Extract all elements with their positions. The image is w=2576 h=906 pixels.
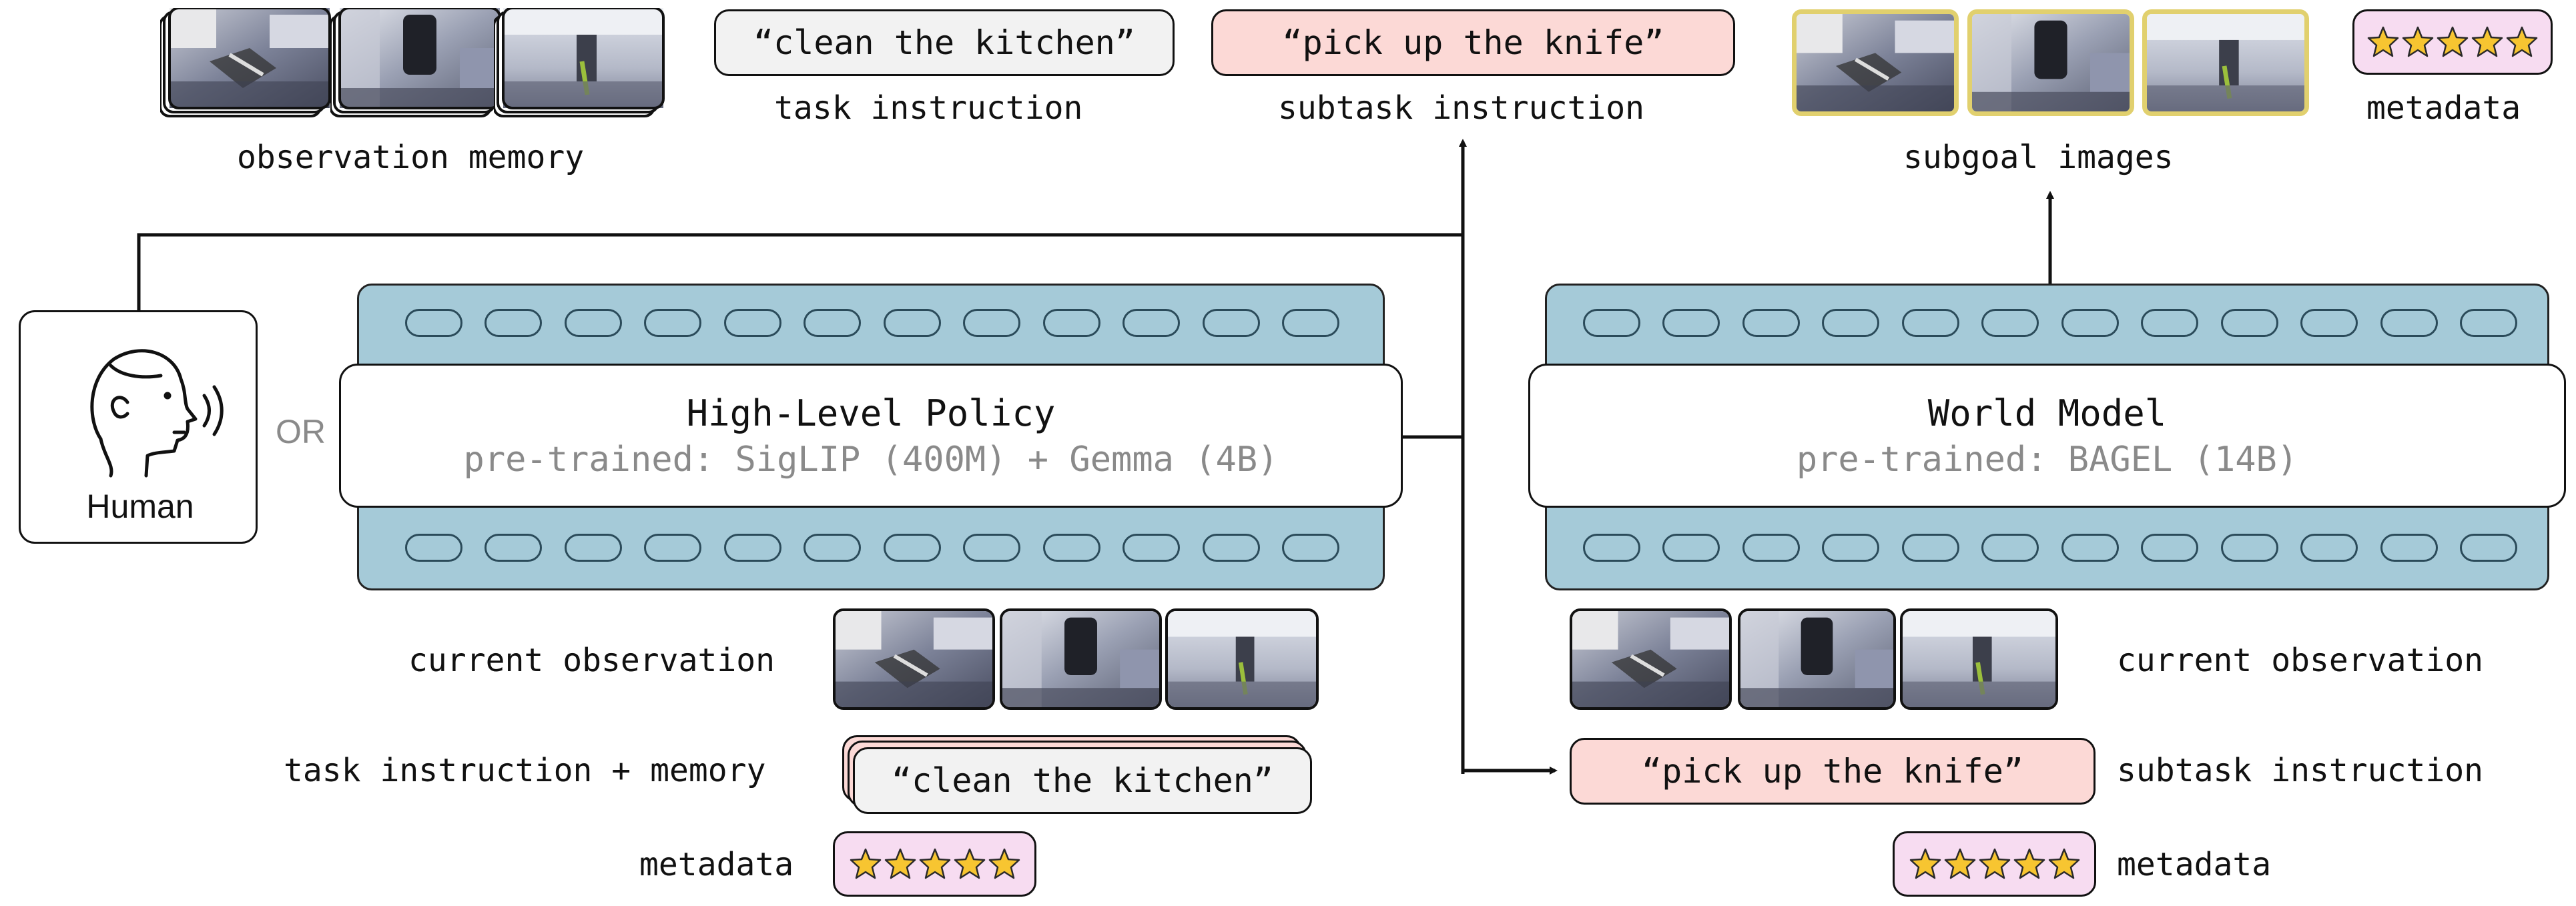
wm-current-observation-image-1 bbox=[1570, 608, 1732, 710]
star-icon bbox=[1943, 847, 1977, 881]
top-metadata-rating bbox=[2352, 9, 2553, 75]
human-to-bus-line bbox=[137, 233, 1463, 310]
wm-current-observation-label: current observation bbox=[2117, 642, 2484, 679]
star-icon bbox=[849, 847, 882, 881]
subtask-instruction-pill: “pick up the knife” bbox=[1211, 9, 1735, 76]
world-model-subtitle: pre-trained: BAGEL (14B) bbox=[1796, 439, 2298, 480]
wm-metadata-label: metadata bbox=[2117, 846, 2272, 883]
star-icon bbox=[1978, 847, 2011, 881]
wm-current-observation-image-2 bbox=[1738, 608, 1896, 710]
top-metadata-label: metadata bbox=[2366, 89, 2521, 127]
subgoal-image-3 bbox=[2142, 9, 2309, 116]
high-level-policy-subtitle: pre-trained: SigLIP (400M) + Gemma (4B) bbox=[463, 439, 1279, 480]
world-model-box: World Model pre-trained: BAGEL (14B) bbox=[1528, 364, 2566, 508]
policy-top-tokens bbox=[405, 309, 1339, 337]
high-level-policy-title: High-Level Policy bbox=[686, 392, 1056, 434]
policy-metadata-label: metadata bbox=[639, 846, 794, 883]
star-icon bbox=[2401, 25, 2435, 59]
wm-subtask-label: subtask instruction bbox=[2117, 752, 2484, 789]
human-label: Human bbox=[86, 488, 194, 525]
policy-current-observation-label: current observation bbox=[408, 642, 775, 679]
star-icon bbox=[2471, 25, 2504, 59]
wm-metadata-rating bbox=[1893, 831, 2096, 897]
policy-metadata-rating bbox=[833, 831, 1036, 897]
human-box: Human bbox=[19, 310, 258, 544]
wm-current-observation-image-3 bbox=[1900, 608, 2058, 710]
subgoal-image-1 bbox=[1792, 9, 1959, 116]
star-icon bbox=[2013, 847, 2046, 881]
star-icon bbox=[988, 847, 1021, 881]
policy-bottom-tokens bbox=[405, 534, 1339, 562]
subtask-instruction-label: subtask instruction bbox=[1278, 89, 1645, 127]
subgoal-image-2 bbox=[1967, 9, 2134, 116]
world-model-title: World Model bbox=[1927, 392, 2167, 434]
observation-memory-label: observation memory bbox=[237, 139, 585, 176]
high-level-policy-box: High-Level Policy pre-trained: SigLIP (4… bbox=[339, 364, 1403, 508]
human-speaking-icon bbox=[90, 349, 224, 478]
star-icon bbox=[2366, 25, 2400, 59]
policy-current-observation-image-3 bbox=[1165, 608, 1319, 710]
policy-task-memory-label: task instruction + memory bbox=[284, 752, 766, 789]
star-icon bbox=[1909, 847, 1942, 881]
subgoal-images-label: subgoal images bbox=[1903, 139, 2174, 176]
observation-memory-image-2 bbox=[330, 8, 501, 117]
star-icon bbox=[918, 847, 952, 881]
policy-current-observation-image-2 bbox=[1000, 608, 1162, 710]
observation-memory-image-1 bbox=[160, 8, 331, 117]
policy-task-memory-pill: “clean the kitchen” bbox=[853, 747, 1312, 814]
task-instruction-label: task instruction bbox=[774, 89, 1083, 127]
star-icon bbox=[2436, 25, 2469, 59]
observation-memory-image-3 bbox=[494, 8, 665, 117]
star-icon bbox=[2047, 847, 2081, 881]
world-model-bottom-tokens bbox=[1583, 534, 2517, 562]
world-model-top-tokens bbox=[1583, 309, 2517, 337]
star-icon bbox=[884, 847, 917, 881]
policy-current-observation-image-1 bbox=[833, 608, 995, 710]
or-label: OR bbox=[276, 413, 326, 450]
task-instruction-pill: “clean the kitchen” bbox=[714, 9, 1175, 76]
wm-subtask-pill: “pick up the knife” bbox=[1570, 738, 2096, 805]
star-icon bbox=[2505, 25, 2539, 59]
star-icon bbox=[953, 847, 986, 881]
